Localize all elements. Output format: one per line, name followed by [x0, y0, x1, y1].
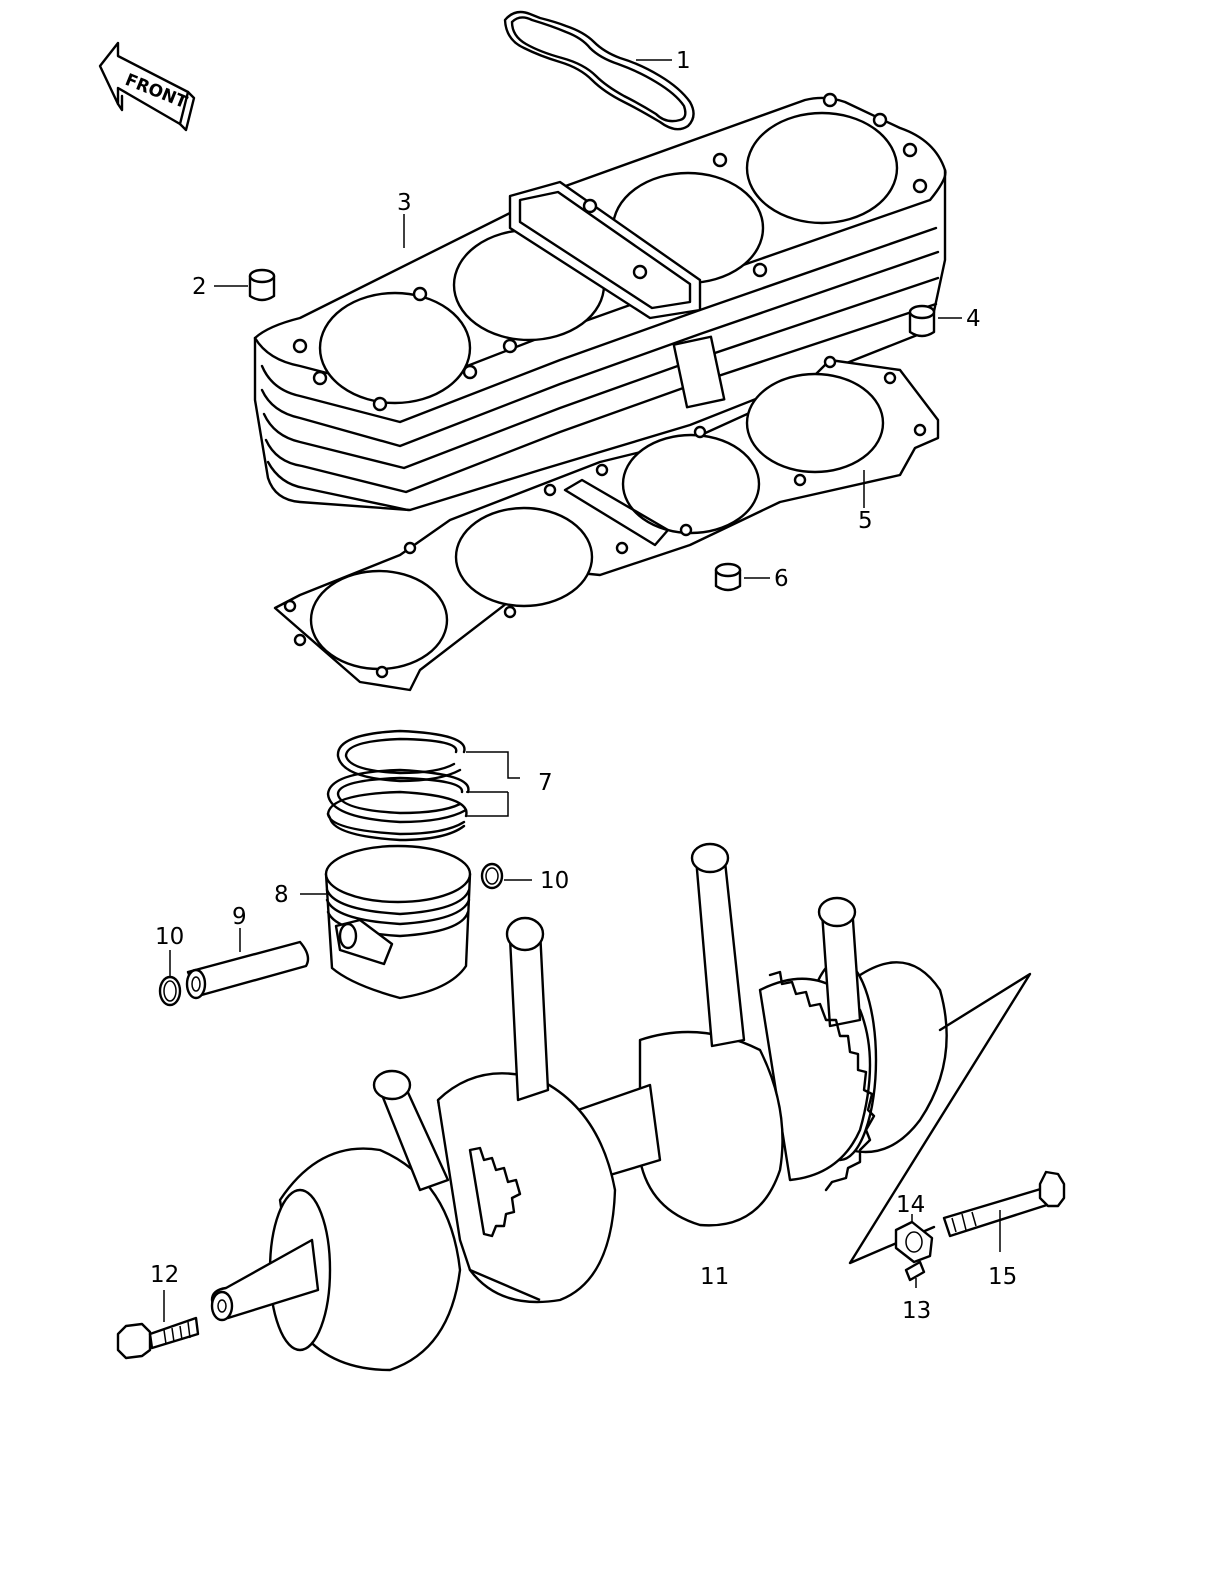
head-cover-gasket	[503, 10, 695, 131]
gasket-bore-2	[454, 506, 594, 608]
callouts: 1 2 3 4 5 6 7 8 9 10 10 11 12 13 14 15	[150, 48, 1017, 1324]
callout-5: 5	[858, 508, 873, 534]
callout-1: 1	[676, 48, 691, 74]
callout-3: 3	[397, 190, 412, 216]
callout-9: 9	[232, 904, 247, 930]
circlip-left	[158, 975, 182, 1007]
callout-10-right: 10	[540, 868, 569, 894]
gasket-bore-3	[621, 433, 761, 535]
cylinder-bore-4	[745, 111, 899, 225]
woodruff-key	[904, 1260, 926, 1282]
crank-end-bolt	[116, 1316, 200, 1360]
crank-collar	[894, 1220, 934, 1264]
piston-ring-set	[326, 729, 470, 842]
crankshaft-assembly	[210, 842, 1032, 1372]
connecting-rod-3	[694, 850, 746, 1048]
cylinder-base-gasket	[273, 355, 940, 692]
gasket-bore-4	[745, 372, 885, 474]
callout-10-left: 10	[155, 924, 184, 950]
callout-7: 7	[538, 770, 553, 796]
dowel-pin-upper-left	[248, 268, 276, 302]
callout-6: 6	[774, 566, 789, 592]
callout-14: 14	[896, 1192, 925, 1218]
dowel-pin-upper-right	[908, 304, 936, 338]
cam-chain-tunnel	[508, 180, 702, 320]
circlip-right	[480, 862, 504, 890]
cylinder-block	[253, 92, 947, 512]
timing-gear-right	[768, 970, 876, 1192]
callout-4: 4	[966, 306, 981, 332]
callout-15: 15	[988, 1264, 1017, 1290]
long-bolt	[942, 1170, 1066, 1238]
callout-12: 12	[150, 1262, 179, 1288]
callout-11: 11	[700, 1264, 729, 1290]
callout-8: 8	[274, 882, 289, 908]
front-arrow-icon: FRONT	[98, 41, 196, 132]
gasket-bore-1	[309, 569, 449, 671]
timing-gear-left	[468, 1146, 522, 1238]
block-boss	[672, 335, 726, 409]
dowel-pin-lower	[714, 562, 742, 592]
leader-lines	[163, 59, 1001, 1322]
piston	[324, 844, 472, 1000]
callout-13: 13	[902, 1298, 931, 1324]
callout-2: 2	[192, 274, 207, 300]
piston-pin	[185, 940, 310, 1000]
cylinder-bore-1	[318, 291, 472, 405]
connecting-rod-2	[508, 928, 550, 1102]
